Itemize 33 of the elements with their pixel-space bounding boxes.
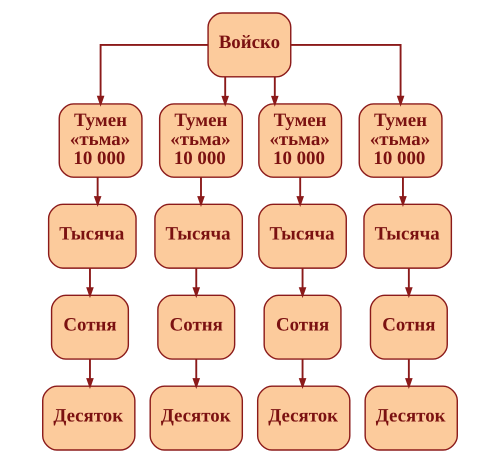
- node-box: Десяток: [150, 386, 244, 451]
- node-box: Сотня: [50, 294, 130, 360]
- arrow: [86, 359, 94, 390]
- node-box: Тумен «тьма» 10 000: [258, 103, 342, 178]
- arrow: [86, 268, 94, 298]
- node-box: Сотня: [263, 294, 342, 360]
- node-box: Десяток: [42, 386, 136, 451]
- arrow: [405, 359, 413, 390]
- arrow: [405, 268, 413, 298]
- node-box: Десяток: [364, 386, 458, 451]
- arrow: [296, 177, 304, 207]
- arrow: [291, 44, 404, 107]
- arrow: [221, 77, 230, 107]
- node-box: Тумен «тьма» 10 000: [58, 103, 143, 178]
- node-box: Десяток: [256, 386, 350, 451]
- arrow: [399, 177, 407, 207]
- node-box: Войско: [207, 12, 292, 78]
- node-box: Тумен «тьма» 10 000: [358, 103, 443, 178]
- node-box: Тысяча: [258, 204, 347, 269]
- node-box: Сотня: [370, 294, 448, 360]
- node-box: Тумен «тьма» 10 000: [158, 103, 244, 178]
- arrow: [192, 268, 200, 298]
- arrow: [96, 44, 208, 107]
- node-box: Тысяча: [48, 204, 137, 269]
- node-box: Сотня: [157, 294, 236, 360]
- arrow: [94, 177, 102, 207]
- node-box: Тысяча: [363, 204, 452, 269]
- arrow: [270, 77, 279, 107]
- arrow: [197, 177, 205, 207]
- arrow: [192, 359, 200, 390]
- arrow: [298, 359, 306, 390]
- node-box: Тысяча: [154, 204, 244, 269]
- arrow: [298, 268, 306, 298]
